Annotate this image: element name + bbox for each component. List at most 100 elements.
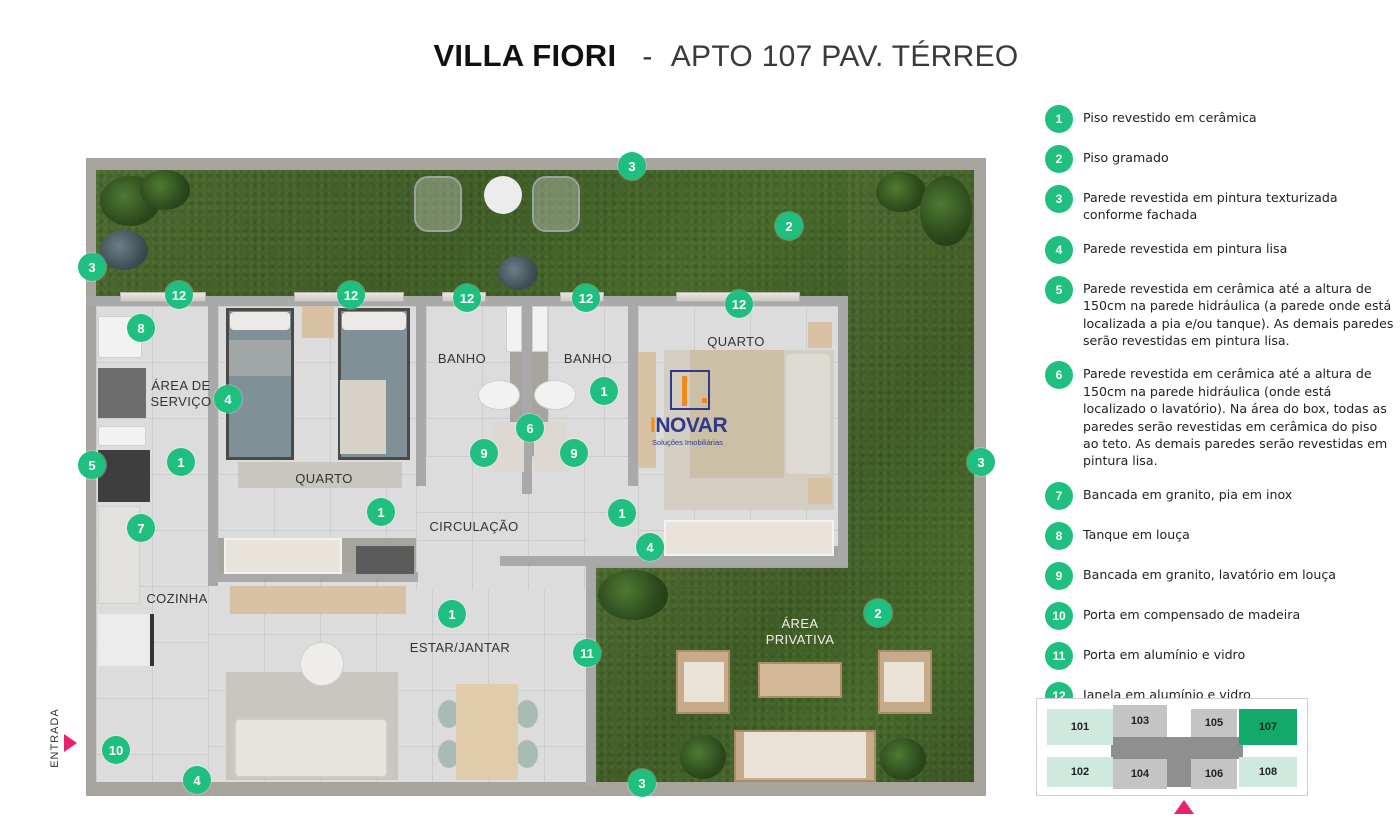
legend-badge: 2: [1045, 145, 1073, 173]
legend-text: Porta em compensado de madeira: [1083, 606, 1301, 622]
plant: [920, 176, 972, 246]
legend-item: 4 Parede revestida em pintura lisa: [1045, 235, 1395, 264]
legend-text: Bancada em granito, pia em inox: [1083, 486, 1293, 502]
plan-badge-4: 4: [183, 766, 211, 794]
plant: [100, 230, 148, 270]
key-map-unit-107-selected[interactable]: 107: [1239, 709, 1297, 745]
legend-text: Bancada em granito, lavatório em louça: [1083, 566, 1336, 582]
legend-item: 9 Bancada em granito, lavatório em louça: [1045, 561, 1395, 590]
outdoor-armchair-seat: [884, 662, 924, 702]
key-map-unit-104[interactable]: 104: [1113, 759, 1167, 789]
room-label-area-servico: ÁREA DE SERVIÇO: [150, 378, 212, 409]
dining-chair: [516, 740, 538, 768]
wall: [522, 306, 532, 494]
plan-badge-12: 12: [725, 290, 753, 318]
shower-box: [506, 306, 522, 352]
key-map-unit-105[interactable]: 105: [1191, 709, 1237, 737]
wall: [416, 306, 426, 486]
stove: [98, 450, 150, 502]
logo-square-icon: [670, 370, 710, 410]
dining-chair: [438, 700, 460, 728]
wall: [218, 572, 418, 582]
coffee-table: [300, 642, 344, 686]
plan-badge-12: 12: [337, 281, 365, 309]
plan-badge-3: 3: [618, 152, 646, 180]
legend-text: Parede revestida em pintura lisa: [1083, 240, 1288, 256]
plan-badge-1: 1: [608, 499, 636, 527]
plant: [880, 738, 926, 780]
plan-badge-3: 3: [78, 253, 106, 281]
plan-badge-9: 9: [560, 439, 588, 467]
room-label-circulacao: CIRCULAÇÃO: [429, 519, 519, 534]
legend-badge: 5: [1045, 275, 1073, 304]
room-label-quarto-1: QUARTO: [295, 471, 353, 486]
logo-bar-icon: [682, 376, 687, 406]
sofa: [234, 718, 388, 778]
refrigerator: [98, 614, 154, 666]
rug: [238, 462, 402, 488]
plan-badge-1: 1: [367, 498, 395, 526]
plan-badge-5: 5: [78, 451, 106, 479]
nightstand: [302, 306, 334, 338]
nightstand: [808, 322, 832, 348]
toilet: [478, 380, 520, 410]
legend-item: 1 Piso revestido em cerâmica: [1045, 104, 1395, 133]
plan-badge-4: 4: [214, 385, 242, 413]
room-label-banho-2: BANHO: [563, 351, 613, 366]
wardrobe: [224, 538, 342, 574]
legend-badge: 11: [1045, 641, 1073, 670]
room-label-area-privativa: ÁREA PRIVATIVA: [765, 616, 835, 647]
unit-title: APTO 107 PAV. TÉRREO: [670, 40, 1019, 73]
tv-rack: [230, 586, 406, 614]
page-title: VILLA FIORI-APTO 107 PAV. TÉRREO: [0, 38, 1400, 74]
legend-badge: 1: [1045, 105, 1073, 133]
plant: [498, 256, 538, 290]
wall: [628, 306, 638, 486]
room-label-quarto-2: QUARTO: [707, 334, 765, 349]
plan-badge-1: 1: [590, 377, 618, 405]
key-map-core: [1167, 759, 1191, 787]
key-map-unit-103[interactable]: 103: [1113, 705, 1167, 737]
garden-armchair: [532, 176, 580, 232]
logo-wordmark: INOVAR: [650, 414, 728, 437]
plan-badge-6: 6: [516, 414, 544, 442]
legend-badge: 9: [1045, 561, 1073, 590]
shower-box: [532, 306, 548, 352]
key-map-unit-108[interactable]: 108: [1239, 757, 1297, 787]
legend-badge: 6: [1045, 361, 1073, 390]
quilt: [340, 380, 386, 454]
outdoor-sofa-seat: [744, 732, 866, 778]
plan-badge-2: 2: [864, 599, 892, 627]
key-map-unit-102[interactable]: 102: [1047, 757, 1113, 787]
counter: [98, 426, 146, 446]
plan-badge-7: 7: [127, 514, 155, 542]
legend-badge: 4: [1045, 235, 1073, 264]
window: [120, 292, 206, 302]
plan-badge-12: 12: [572, 284, 600, 312]
building-key-map: 101 102 103 104 105 106 107 108: [1036, 698, 1308, 796]
room-label-estar-jantar: ESTAR/JANTAR: [409, 640, 511, 655]
room-label-banho-1: BANHO: [437, 351, 487, 366]
key-map-core: [1111, 737, 1243, 759]
bed: [226, 308, 294, 460]
nightstand: [808, 478, 832, 504]
key-map-unit-106[interactable]: 106: [1191, 759, 1237, 789]
room-label-cozinha: COZINHA: [146, 591, 208, 606]
project-name: VILLA FIORI: [433, 38, 617, 73]
key-map-unit-101[interactable]: 101: [1047, 709, 1113, 745]
legend-text: Parede revestida em cerâmica até a altur…: [1083, 366, 1388, 469]
entrance-arrow-icon: [64, 734, 77, 752]
dining-table: [456, 684, 518, 780]
outdoor-armchair-seat: [684, 662, 724, 702]
plan-badge-3: 3: [967, 448, 995, 476]
legend-text: Piso revestido em cerâmica: [1083, 110, 1257, 125]
building-entrance-arrow-icon: [1174, 800, 1194, 814]
logo-dot-icon: [702, 398, 707, 403]
dining-chair: [438, 740, 460, 768]
